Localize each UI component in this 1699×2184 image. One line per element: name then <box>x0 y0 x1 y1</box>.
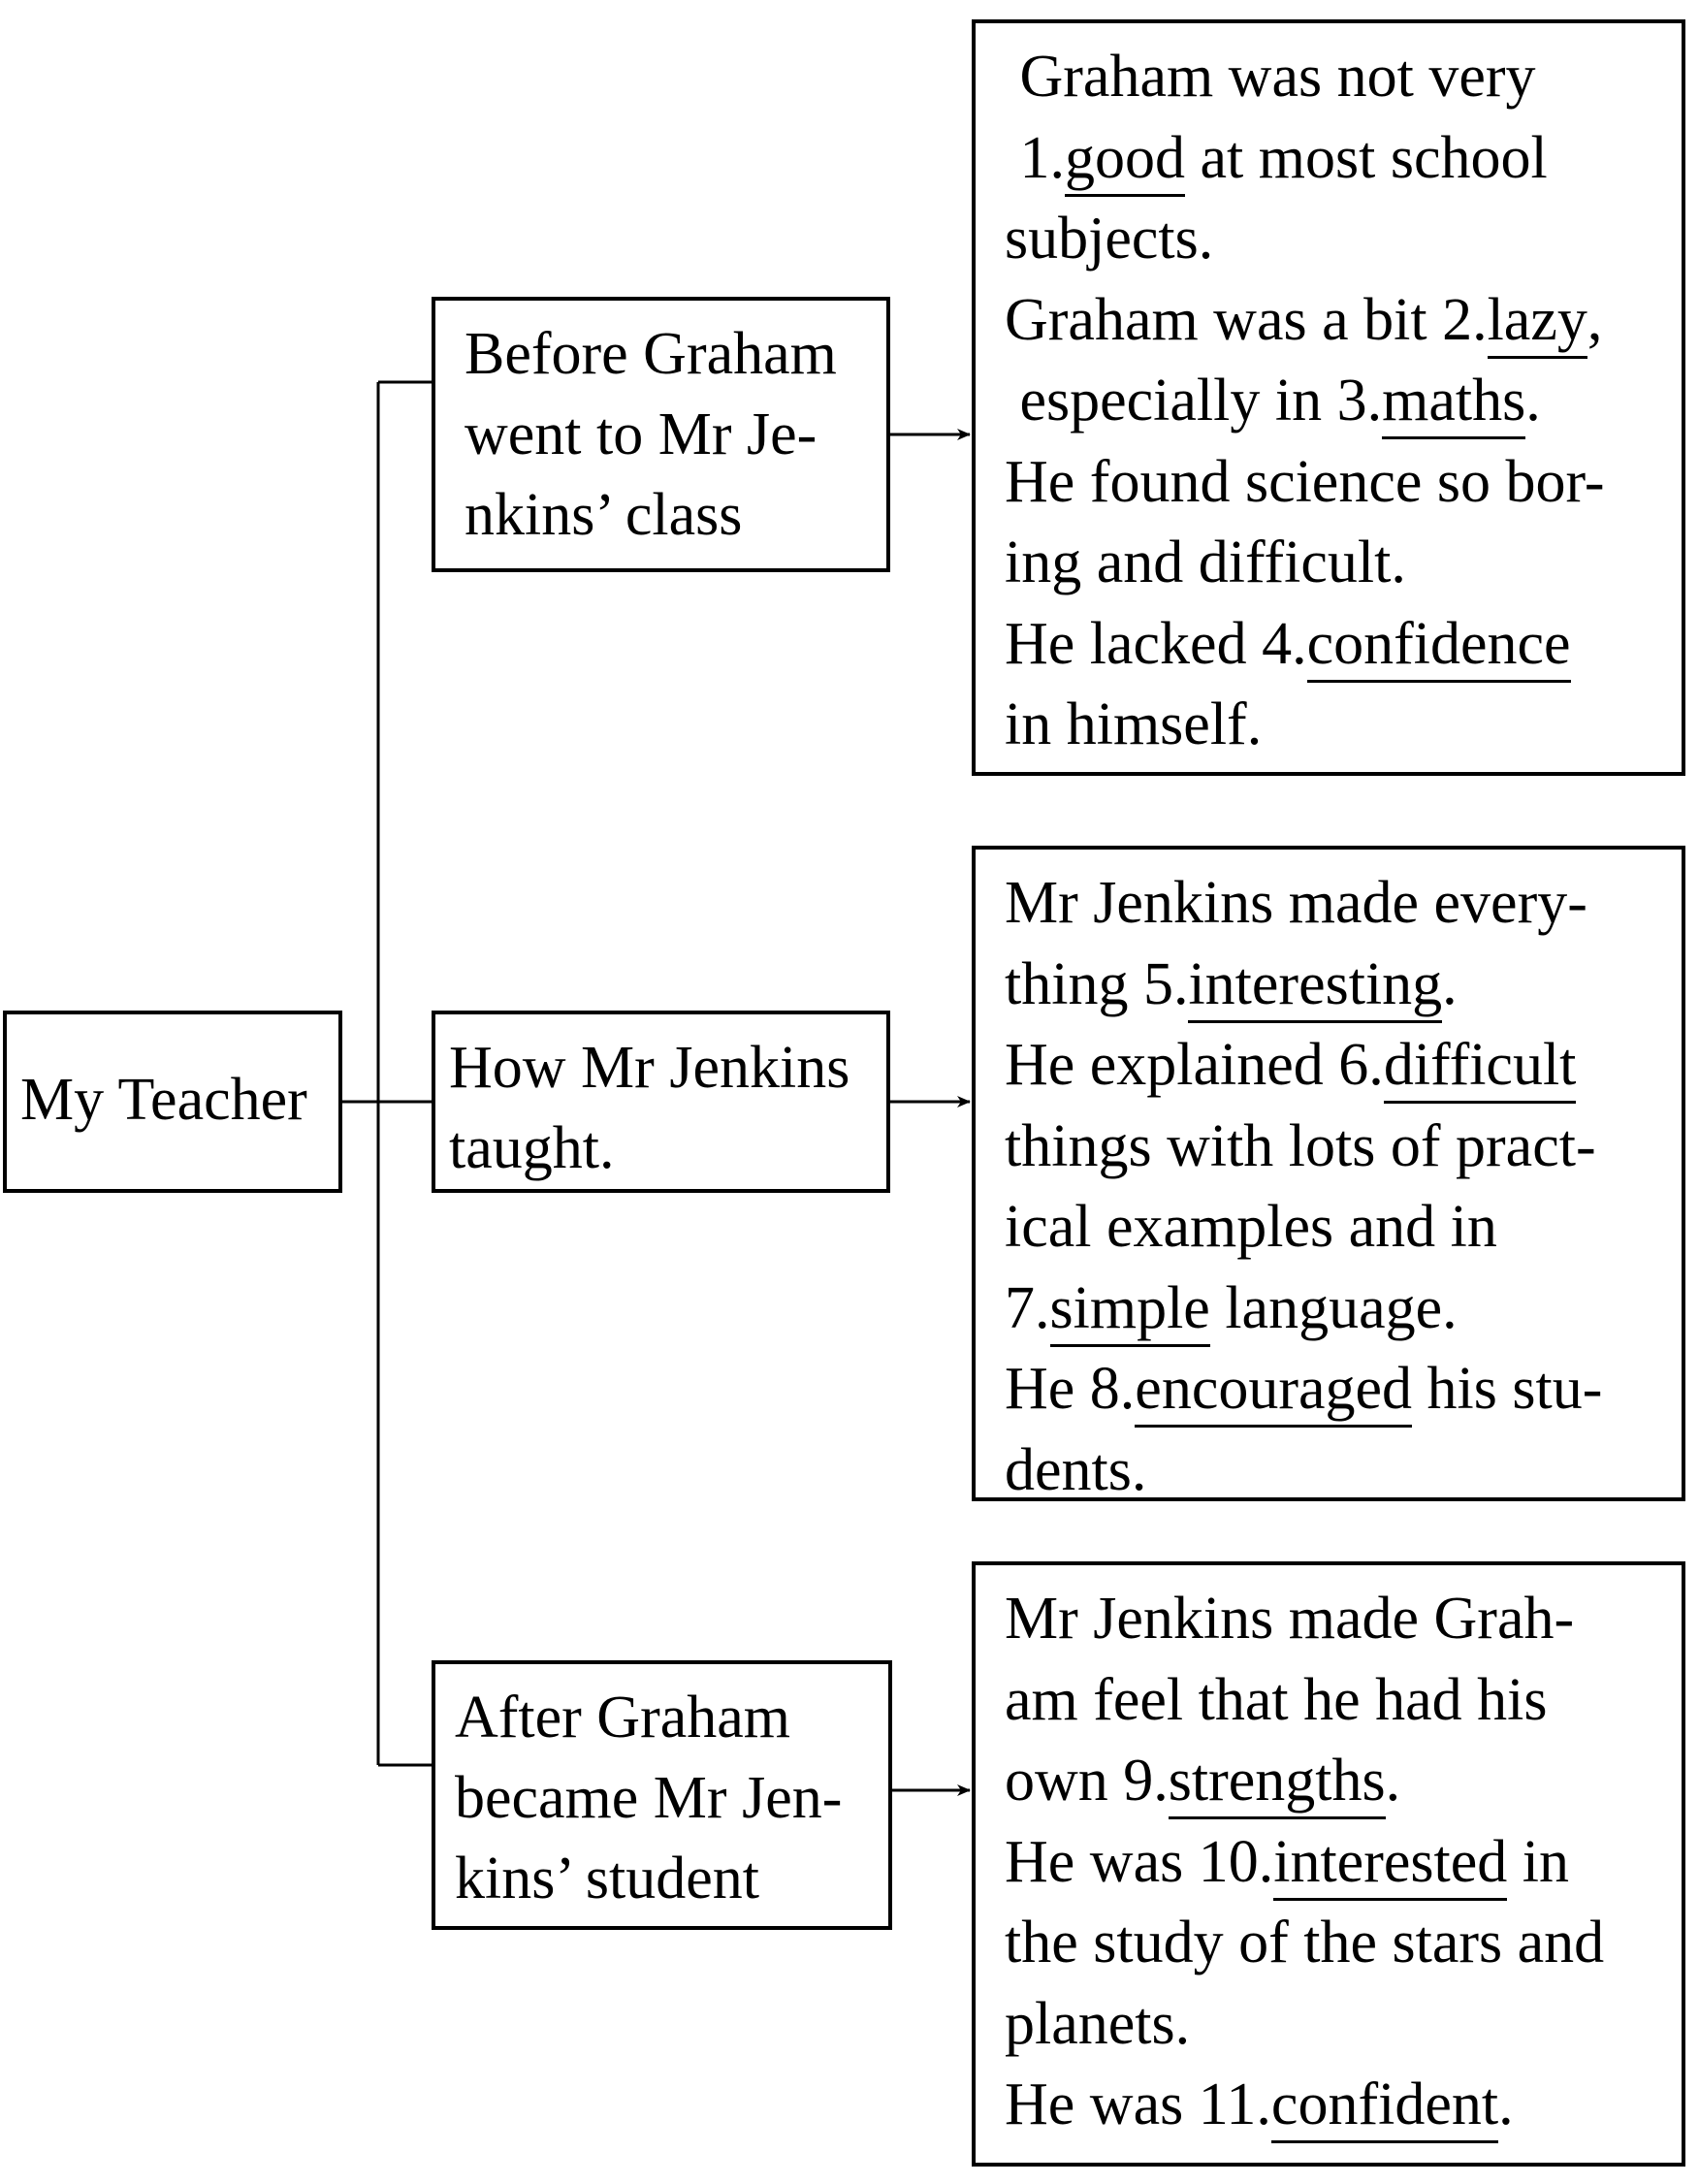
detail-text-segment: . <box>1442 950 1458 1017</box>
detail-line: ing and difficult. <box>1005 523 1605 604</box>
answer-blank: difficult <box>1383 1029 1577 1105</box>
branch-heading-line: taught. <box>449 1115 615 1181</box>
detail-text-segment: ical examples and in <box>1005 1194 1497 1260</box>
detail-text-segment: 7. <box>1005 1274 1050 1341</box>
detail-text-segment: Graham was a bit 2. <box>1005 286 1488 353</box>
answer-blank: encouraged <box>1135 1353 1413 1429</box>
detail-text-segment: in himself. <box>1005 691 1263 757</box>
detail-text-segment: subjects. <box>1005 206 1214 272</box>
detail-text-segment: language. <box>1209 1274 1458 1341</box>
detail-text-segment: He explained 6. <box>1005 1032 1384 1098</box>
detail-line: planets. <box>1005 1984 1604 2066</box>
branch-heading-how: How Mr Jenkins taught. <box>432 1011 890 1193</box>
answer-blank: good <box>1065 122 1185 197</box>
detail-line: Mr Jenkins made every- <box>1005 863 1602 945</box>
detail-text: Mr Jenkins made Grah-am feel that he had… <box>1005 1579 1604 2146</box>
detail-line: own 9.strengths. <box>1005 1741 1604 1822</box>
root-label: My Teacher <box>20 1067 307 1133</box>
detail-text-segment: 1. <box>1005 124 1066 191</box>
detail-text-segment: Mr Jenkins made Grah- <box>1005 1586 1575 1652</box>
detail-text-segment: especially in 3. <box>1005 368 1383 434</box>
detail-text-segment: dents. <box>1005 1436 1147 1503</box>
detail-text-segment: He was 11. <box>1005 2072 1271 2137</box>
detail-line: the study of the stars and <box>1005 1903 1604 1984</box>
answer-blank: maths <box>1382 365 1526 440</box>
detail-text-segment: Mr Jenkins made every- <box>1005 870 1587 936</box>
branch-heading-line: How Mr Jenkins <box>449 1035 850 1101</box>
branch-heading-line: became Mr Jen- <box>455 1765 843 1831</box>
detail-text-segment: planets. <box>1005 1990 1191 2057</box>
detail-line: He was 10.interested in <box>1005 1822 1604 1904</box>
detail-text-segment: Graham was not very <box>1005 44 1536 110</box>
detail-line: in himself. <box>1005 685 1605 766</box>
detail-text-segment: He lacked 4. <box>1005 610 1307 677</box>
branch-heading-line: After Graham <box>455 1685 790 1750</box>
detail-text-segment: He was 10. <box>1005 1828 1274 1895</box>
detail-line: thing 5.interesting. <box>1005 945 1602 1026</box>
answer-blank: interesting <box>1188 948 1443 1023</box>
detail-line: He 8.encouraged his stu- <box>1005 1349 1602 1430</box>
detail-line: things with lots of pract- <box>1005 1107 1602 1188</box>
detail-line: He found science so bor- <box>1005 442 1605 524</box>
detail-text-segment: at most school <box>1185 124 1548 191</box>
answer-blank: confident <box>1270 2069 1499 2144</box>
detail-line: He was 11.confident. <box>1005 2065 1604 2146</box>
detail-line: dents. <box>1005 1430 1602 1512</box>
detail-text: Graham was not very 1.good at most schoo… <box>1005 37 1605 766</box>
answer-blank: interested <box>1273 1826 1508 1901</box>
detail-line: Graham was a bit 2.lazy, <box>1005 280 1605 362</box>
answer-blank: lazy <box>1487 284 1587 359</box>
detail-text-segment: , <box>1587 286 1603 353</box>
branch-heading-before: Before Graham went to Mr Je- nkins’ clas… <box>432 297 890 572</box>
detail-text-segment: am feel that he had his <box>1005 1666 1548 1733</box>
detail-box-after: Mr Jenkins made Grah-am feel that he had… <box>972 1561 1685 2167</box>
detail-text-segment: thing 5. <box>1005 950 1189 1017</box>
answer-blank: strengths <box>1168 1745 1386 1820</box>
answer-blank: simple <box>1049 1272 1210 1347</box>
detail-text-segment: own 9. <box>1005 1748 1169 1814</box>
detail-line: am feel that he had his <box>1005 1660 1604 1742</box>
detail-text-segment: his stu- <box>1412 1356 1603 1422</box>
branch-heading-line: went to Mr Je- <box>465 401 817 467</box>
detail-text-segment: . <box>1385 1748 1401 1814</box>
detail-line: ical examples and in <box>1005 1187 1602 1269</box>
detail-box-before: Graham was not very 1.good at most schoo… <box>972 19 1685 776</box>
branch-heading-line: nkins’ class <box>465 482 743 548</box>
detail-line: Mr Jenkins made Grah- <box>1005 1579 1604 1660</box>
root-node: My Teacher <box>3 1011 342 1193</box>
detail-text-segment: things with lots of pract- <box>1005 1112 1596 1179</box>
detail-line: He explained 6.difficult <box>1005 1025 1602 1107</box>
branch-heading-line: Before Graham <box>465 321 837 387</box>
detail-text-segment: ing and difficult. <box>1005 530 1406 595</box>
answer-blank: confidence <box>1306 608 1571 683</box>
detail-box-how: Mr Jenkins made every-thing 5.interestin… <box>972 846 1685 1503</box>
detail-text-segment: . <box>1498 2072 1514 2137</box>
detail-text-segment: in <box>1507 1828 1569 1895</box>
detail-text-segment: . <box>1525 368 1541 434</box>
detail-line: 1.good at most school <box>1005 118 1605 200</box>
branch-heading-after: After Graham became Mr Jen- kins’ studen… <box>432 1660 892 1930</box>
branch-heading-line: kins’ student <box>455 1846 759 1911</box>
detail-text: Mr Jenkins made every-thing 5.interestin… <box>1005 863 1602 1511</box>
detail-text-segment: He 8. <box>1005 1356 1136 1422</box>
detail-line: He lacked 4.confidence <box>1005 604 1605 686</box>
detail-line: Graham was not very <box>1005 37 1605 118</box>
detail-text-segment: the study of the stars and <box>1005 1910 1605 1975</box>
detail-text-segment: He found science so bor- <box>1005 448 1605 515</box>
detail-line: subjects. <box>1005 199 1605 280</box>
detail-line: especially in 3.maths. <box>1005 361 1605 442</box>
detail-line: 7.simple language. <box>1005 1269 1602 1350</box>
